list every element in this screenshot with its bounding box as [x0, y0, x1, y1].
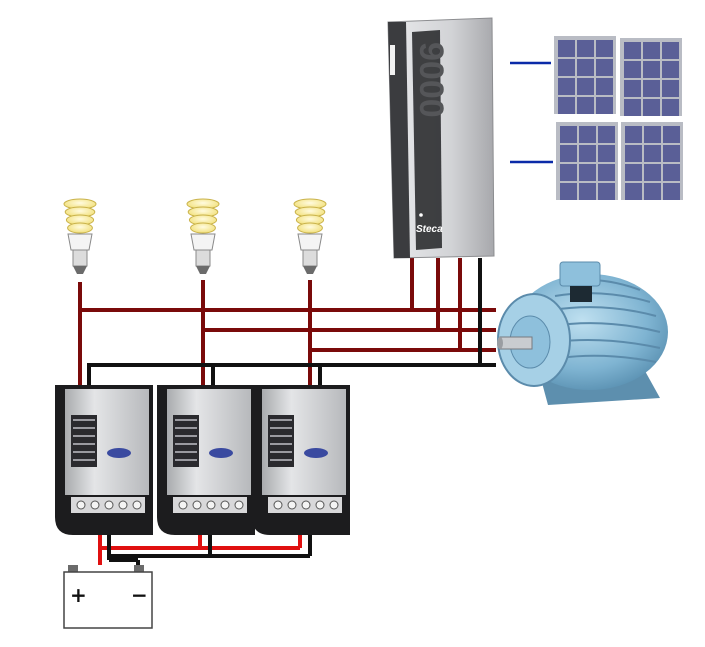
ac-wiring — [78, 258, 496, 388]
pv-wiring — [510, 61, 553, 164]
dc-wiring — [98, 532, 312, 570]
solar-inverter-model-number: 9000 — [412, 42, 450, 118]
inverter-charger-icon — [252, 385, 350, 535]
inverter-charger-icon — [55, 385, 153, 535]
light-bulb-icon — [63, 198, 97, 274]
inverter-chargers — [55, 385, 350, 535]
solar-panel-icon — [620, 38, 682, 116]
solar-inverter-brand: Steca — [416, 224, 443, 235]
solar-inverter-icon: 9000 Steca — [387, 17, 495, 259]
battery-positive-label: + — [70, 583, 87, 607]
solar-panel-icon — [556, 122, 618, 200]
light-bulbs — [63, 198, 327, 274]
battery-icon: + − — [63, 565, 153, 629]
neutral-wiring — [87, 258, 496, 388]
electric-motor-icon — [497, 261, 668, 405]
solar-panel-icon — [554, 36, 616, 114]
inverter-charger-icon — [157, 385, 255, 535]
light-bulb-icon — [293, 198, 327, 274]
solar-panel-array — [554, 36, 683, 200]
light-bulb-icon — [186, 198, 220, 274]
battery-negative-label: − — [131, 583, 148, 607]
solar-panel-icon — [621, 122, 683, 200]
